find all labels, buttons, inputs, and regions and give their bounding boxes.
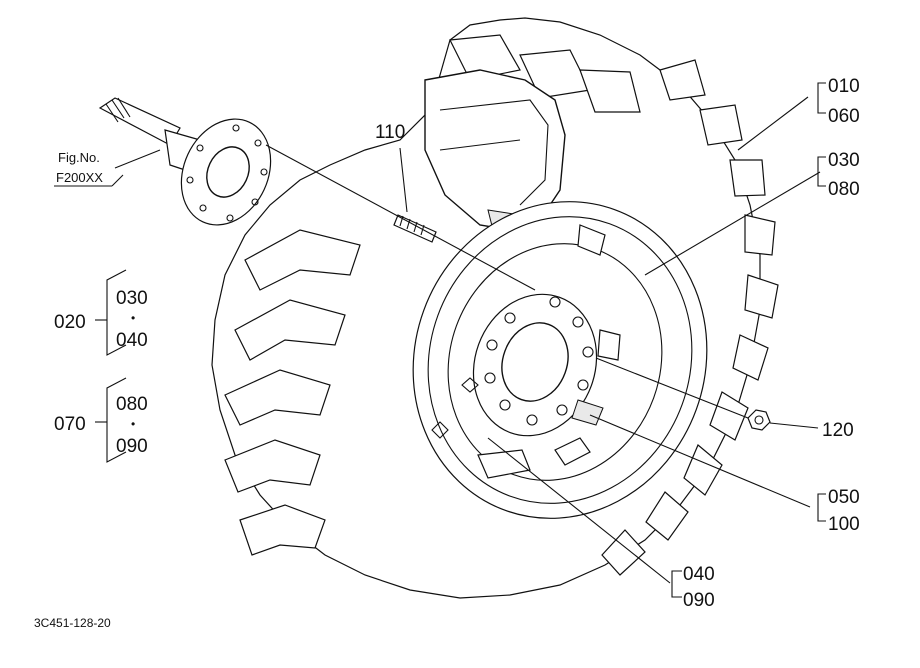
callout-010: 010 bbox=[828, 76, 860, 97]
leader-lines bbox=[54, 82, 826, 598]
callout-040-bottom: 040 bbox=[683, 564, 715, 585]
wheel-nut bbox=[747, 409, 771, 431]
fig-ref-line1: Fig.No. bbox=[58, 150, 100, 165]
group-070-separator: • bbox=[131, 417, 135, 431]
callout-080-right: 080 bbox=[828, 179, 860, 200]
group-020-item-030: 030 bbox=[116, 288, 148, 309]
callout-050: 050 bbox=[828, 487, 860, 508]
callout-060: 060 bbox=[828, 106, 860, 127]
callout-100: 100 bbox=[828, 514, 860, 535]
group-070-item-090: 090 bbox=[116, 436, 148, 457]
group-020-label: 020 bbox=[54, 312, 86, 333]
group-020-separator: • bbox=[131, 311, 135, 325]
callout-090-bottom: 090 bbox=[683, 590, 715, 611]
group-070-label: 070 bbox=[54, 414, 86, 435]
axle-shaft bbox=[98, 97, 272, 226]
group-070-item-080: 080 bbox=[116, 394, 148, 415]
fig-ref-line2: F200XX bbox=[56, 170, 103, 185]
callout-030-right: 030 bbox=[828, 150, 860, 171]
labels: Fig.No. F200XX 110 010 060 030 080 120 0… bbox=[34, 76, 860, 630]
group-020-item-040: 040 bbox=[116, 330, 148, 351]
callout-110: 110 bbox=[375, 122, 405, 143]
wheel-rim bbox=[412, 201, 708, 519]
bolt-holes bbox=[484, 296, 594, 426]
callout-120: 120 bbox=[822, 420, 854, 441]
stud-bolt bbox=[393, 214, 437, 243]
drawing-code: 3C451-128-20 bbox=[34, 616, 111, 630]
